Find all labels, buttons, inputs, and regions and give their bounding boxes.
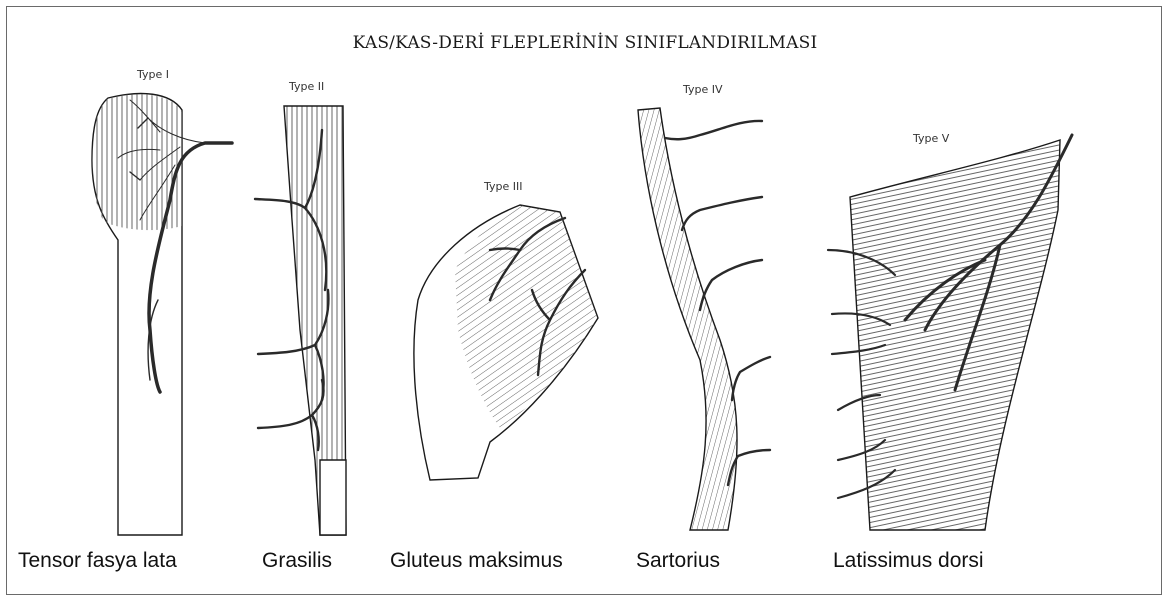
type-2-label: Type II bbox=[289, 80, 324, 93]
type-5-flap-drawing bbox=[828, 135, 1072, 530]
type-5-label: Type V bbox=[913, 132, 949, 145]
muscle-name-gracilis: Grasilis bbox=[262, 549, 332, 573]
muscle-name-sartorius: Sartorius bbox=[636, 549, 720, 573]
type-4-flap-drawing bbox=[638, 108, 770, 530]
muscle-name-gluteus: Gluteus maksimus bbox=[390, 549, 563, 573]
type-4-label: Type IV bbox=[683, 83, 723, 96]
type-2-flap-drawing bbox=[255, 106, 346, 535]
type-1-label: Type I bbox=[137, 68, 169, 81]
type-3-flap-drawing bbox=[414, 205, 598, 480]
type-1-flap-drawing bbox=[92, 94, 232, 535]
muscle-name-latissimus: Latissimus dorsi bbox=[833, 549, 984, 573]
muscle-name-tensor: Tensor fasya lata bbox=[18, 549, 177, 573]
type-3-label: Type III bbox=[484, 180, 523, 193]
